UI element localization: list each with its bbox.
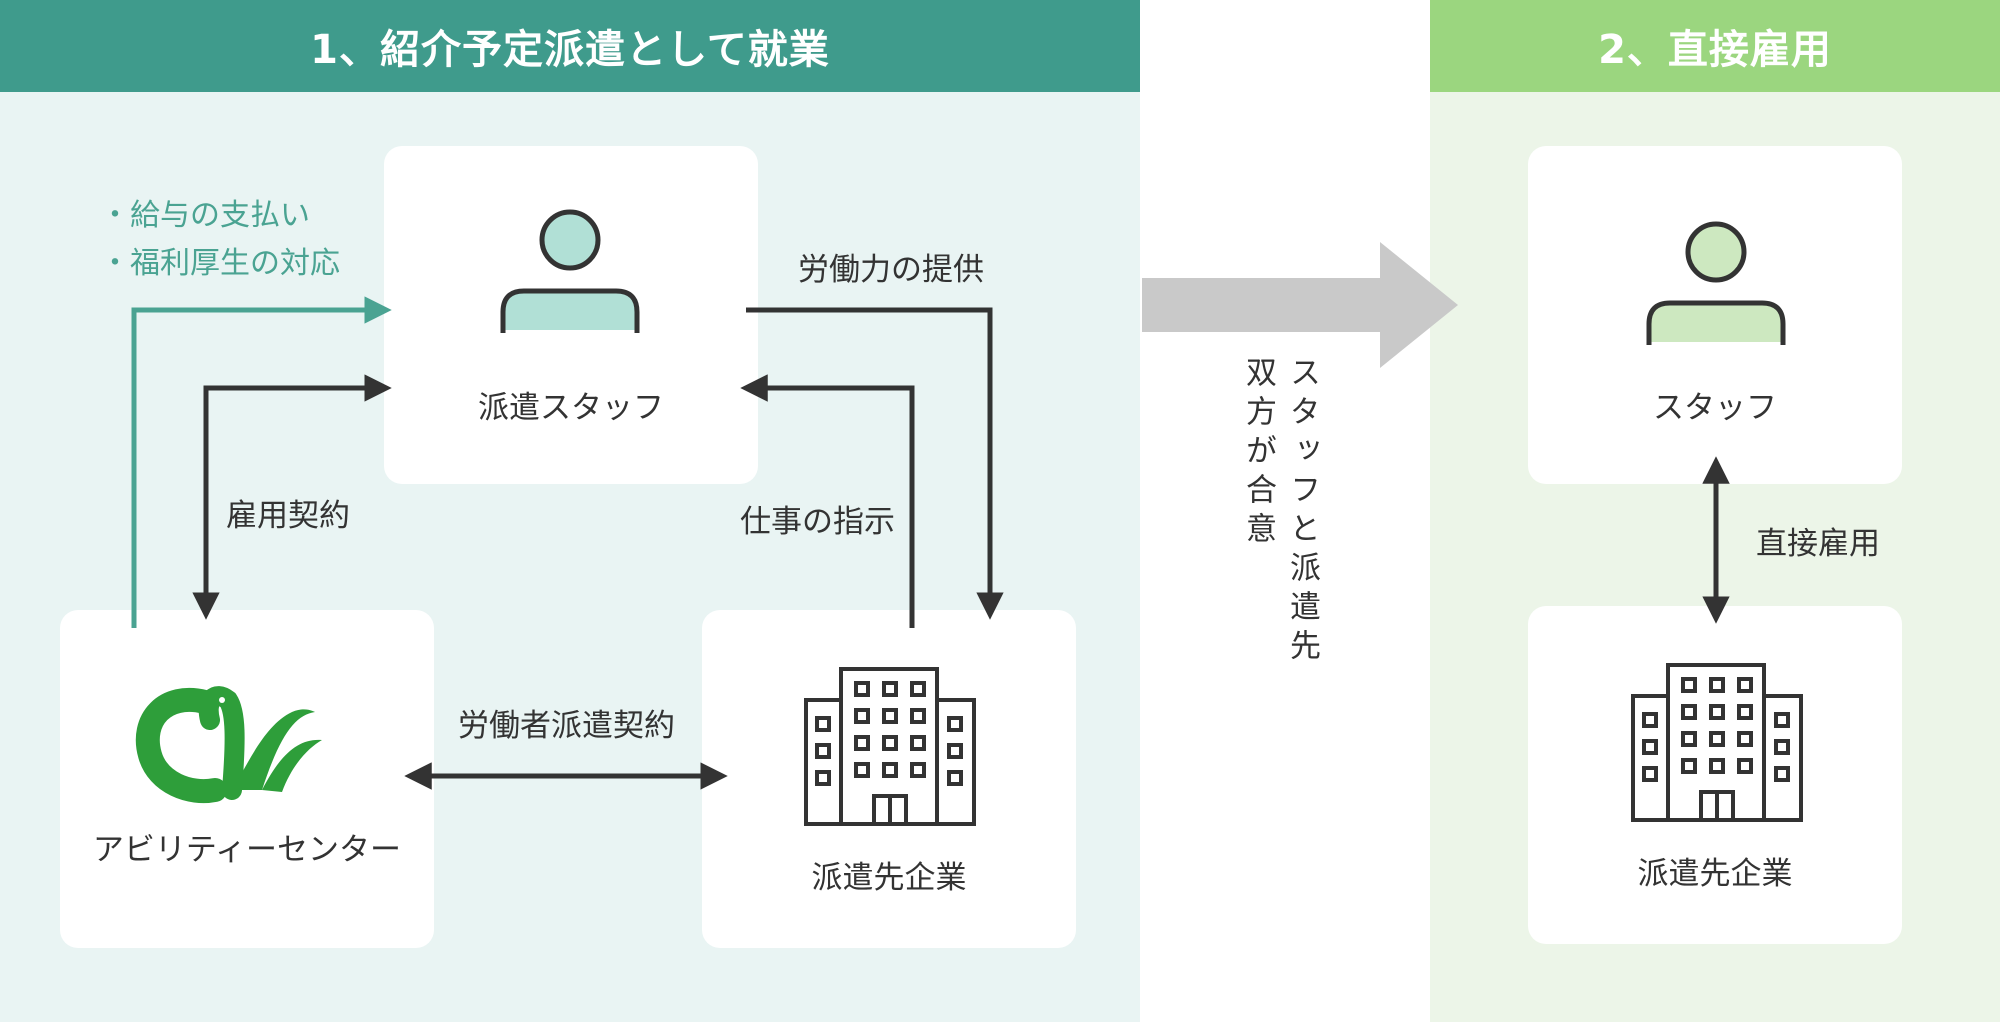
staff-label: 派遣スタッフ	[478, 390, 664, 426]
person-icon	[1646, 221, 1786, 345]
employment-contract-arrow	[192, 374, 392, 620]
duty-benefits: ・福利厚生の対応	[100, 246, 340, 281]
labor-provision-arrow	[746, 307, 1004, 620]
agreement-text-line2: 双方が合意	[1240, 356, 1276, 551]
work-instruction-label: 仕事の指示	[740, 504, 895, 540]
building-icon	[804, 667, 976, 826]
section-title: 1、紹介予定派遣として就業	[310, 27, 830, 73]
direct-hire-label: 直接雇用	[1756, 526, 1880, 562]
employer-duties-list: ・給与の支払い ・福利厚生の対応	[100, 192, 340, 288]
employment-contract-label: 雇用契約	[226, 498, 350, 534]
company-label: 派遣先企業	[1637, 856, 1793, 892]
person-icon	[500, 209, 640, 333]
company-card	[702, 610, 1076, 948]
labor-provision-label: 労働力の提供	[798, 252, 984, 288]
ability-center-label: アビリティーセンター	[92, 832, 402, 868]
dispatch-contract-label: 労働者派遣契約	[458, 708, 675, 744]
work-instruction-arrow	[740, 374, 915, 628]
staff-label: スタッフ	[1653, 390, 1777, 426]
right-arrow-icon	[1142, 242, 1458, 368]
duty-salary: ・給与の支払い	[100, 198, 310, 233]
company-card	[1528, 606, 1902, 944]
agreement-text-line1: スタッフと派遣先	[1284, 356, 1320, 668]
ability-center-logo	[135, 686, 322, 803]
company-label: 派遣先企業	[811, 860, 967, 896]
section-title: 2、直接雇用	[1598, 27, 1832, 73]
section-header-dispatch: 1、紹介予定派遣として就業	[0, 0, 1140, 92]
building-icon	[1631, 663, 1803, 822]
salary-benefits-arrow	[131, 296, 392, 628]
section-header-direct-hire: 2、直接雇用	[1430, 0, 2000, 92]
